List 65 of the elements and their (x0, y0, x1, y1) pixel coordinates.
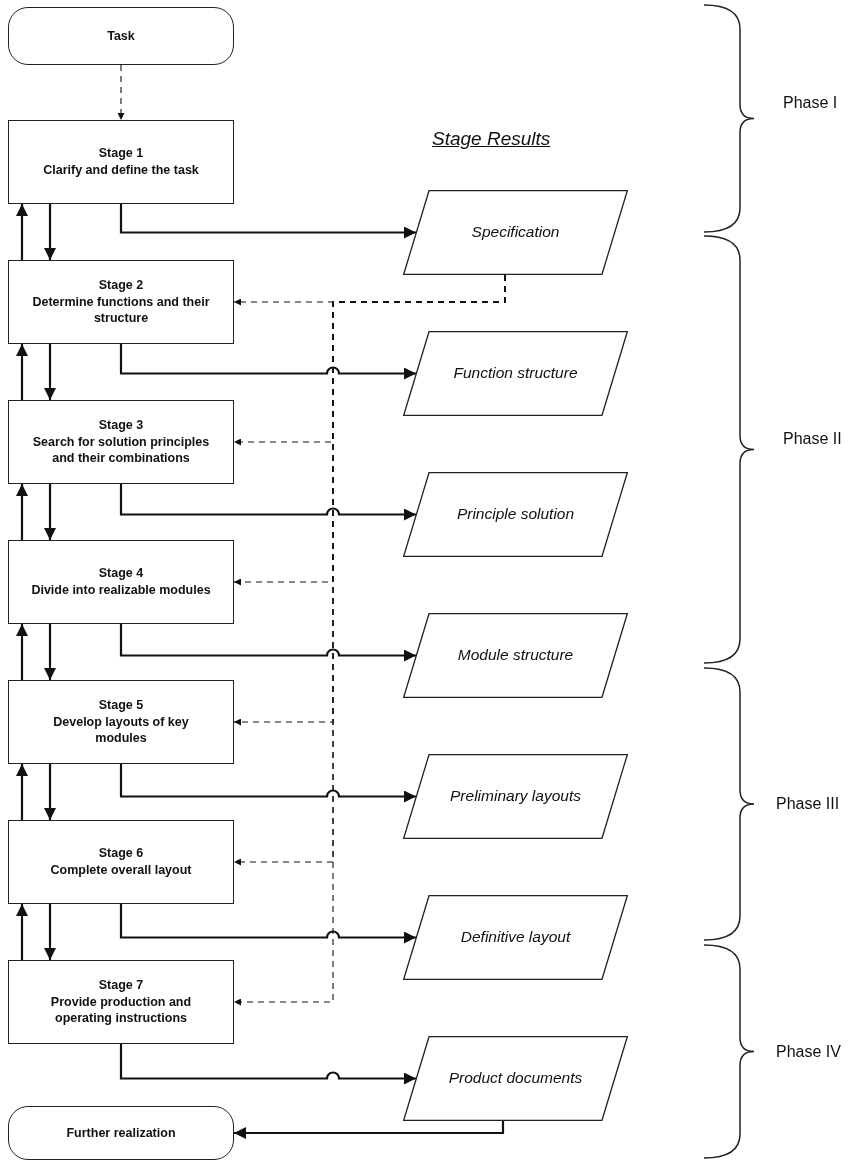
arrow (16, 344, 28, 400)
process-box (8, 820, 234, 904)
arrow (117, 64, 125, 121)
stage-title: Provide production and operating instructions (49, 993, 193, 1028)
stage-title: Search for solution principles and their combinations (31, 433, 211, 468)
result-parallelogram (403, 613, 628, 698)
process-box (8, 120, 234, 204)
result-parallelogram (403, 472, 628, 557)
stage-title: Clarify and define the task (42, 162, 200, 179)
arrow (119, 904, 416, 944)
stage-number: Stage 6 (97, 845, 145, 862)
result-label: Module structure (457, 645, 574, 666)
arrow (16, 624, 28, 680)
arrow (16, 904, 28, 960)
process-box (8, 400, 234, 484)
result-label: Definitive layout (460, 927, 571, 948)
terminal-label: Further realization (66, 1124, 176, 1142)
arrow (119, 1044, 416, 1085)
arrow (44, 904, 56, 960)
phase-label: Phase II (783, 430, 842, 448)
arrow (44, 204, 56, 260)
arrow (16, 484, 28, 540)
stage-title: Determine functions and their structure (31, 293, 211, 328)
process-box (8, 260, 234, 344)
result-label: Function structure (453, 363, 578, 384)
arrow (119, 624, 416, 662)
result-label: Specification (471, 222, 560, 243)
arrow (119, 204, 416, 239)
process-box (8, 960, 234, 1044)
process-box (8, 680, 234, 764)
stage-number: Stage 7 (97, 976, 145, 994)
stage-number: Stage 4 (97, 565, 145, 582)
result-label: Principle solution (456, 504, 575, 525)
arrow (234, 1121, 505, 1139)
stage-number: Stage 5 (97, 696, 145, 714)
result-parallelogram (403, 1036, 628, 1121)
result-label: Product documents (448, 1068, 583, 1089)
phase-label: Phase IV (776, 1043, 841, 1061)
arrow (44, 344, 56, 400)
stage-number: Stage 3 (97, 416, 145, 434)
result-parallelogram (403, 895, 628, 980)
result-label: Preliminary layouts (450, 786, 581, 807)
arrow (119, 344, 416, 380)
stage-title: Develop layouts of key modules (52, 713, 190, 748)
result-parallelogram (403, 331, 628, 416)
terminal-box (8, 7, 234, 65)
arrow (44, 484, 56, 540)
terminal-box (8, 1106, 234, 1160)
arrow (44, 624, 56, 680)
stage-title: Divide into realizable modules (30, 582, 212, 599)
terminal-label: Task (107, 27, 135, 45)
stage-number: Stage 2 (97, 276, 145, 294)
arrow (119, 764, 416, 803)
arrow (16, 204, 28, 260)
stage-number: Stage 1 (97, 145, 145, 162)
section-heading: Stage Results (432, 128, 551, 150)
result-parallelogram (403, 754, 628, 839)
process-box (8, 540, 234, 624)
arrow (119, 484, 416, 521)
arrow (16, 764, 28, 820)
stage-title: Complete overall layout (49, 862, 193, 879)
phase-label: Phase III (776, 795, 840, 813)
phase-label: Phase I (783, 94, 838, 112)
arrow (44, 764, 56, 820)
result-parallelogram (403, 190, 628, 275)
